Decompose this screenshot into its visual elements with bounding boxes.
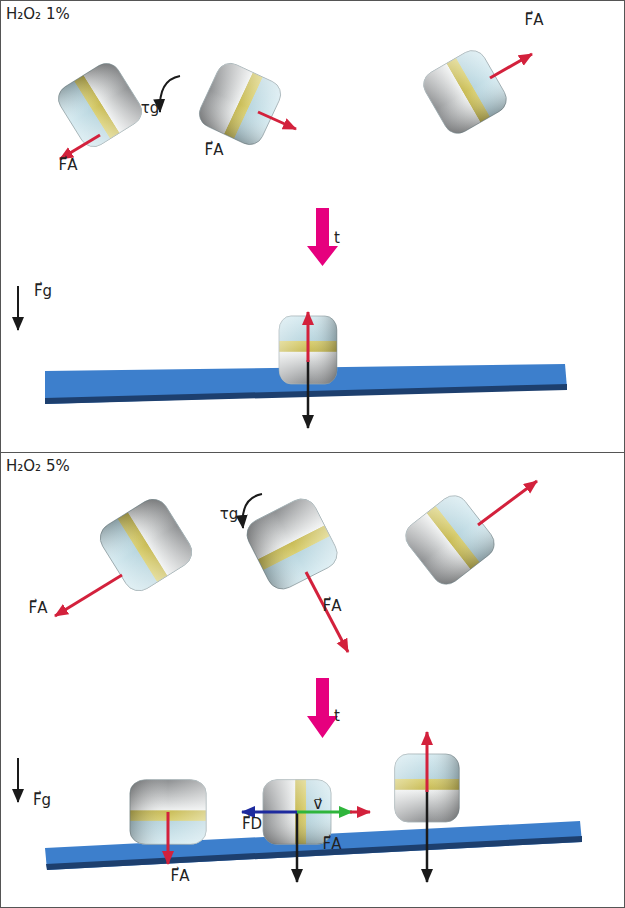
torque-arrow — [160, 76, 180, 112]
force-arrow — [490, 54, 532, 78]
force-label: F⃗A — [323, 597, 342, 615]
force-label: F⃗A — [323, 835, 342, 853]
gravity-arrow — [307, 360, 310, 428]
force-arrow — [306, 572, 348, 652]
panel-title: H₂O₂ 1% — [6, 5, 70, 23]
janus-cube — [419, 46, 512, 139]
force-arrow — [167, 812, 170, 864]
drag-arrow — [242, 811, 297, 814]
janus-cube — [242, 494, 343, 595]
janus-cube — [195, 59, 285, 149]
gravity-arrow — [17, 286, 19, 330]
janus-cube — [400, 490, 500, 590]
time-label: t — [334, 229, 340, 247]
force-arrow — [350, 811, 370, 814]
drag-label: F⃗D — [242, 815, 262, 833]
gravity-arrow — [296, 812, 299, 882]
force-label: F⃗A — [525, 11, 544, 29]
janus-cube — [53, 58, 147, 152]
torque-label: τg — [141, 99, 160, 117]
substrate-edge — [45, 384, 567, 404]
gravity-label: F⃗g — [33, 791, 51, 809]
force-arrow — [426, 732, 429, 792]
force-label: F⃗A — [171, 867, 190, 885]
gravity-label: F⃗g — [34, 282, 52, 300]
force-arrow — [55, 575, 122, 616]
force-label: F⃗A — [59, 156, 78, 174]
force-arrow — [307, 312, 310, 362]
force-arrow — [478, 481, 537, 525]
velocity-arrow — [297, 811, 352, 814]
velocity-label: v⃗ — [314, 795, 323, 813]
force-arrow — [258, 112, 296, 129]
panel-frame: H₂O₂ 5% — [0, 452, 625, 908]
torque-label: τg — [220, 505, 239, 523]
time-arrow — [307, 678, 338, 738]
force-label: F⃗A — [29, 599, 48, 617]
panel-title: H₂O₂ 5% — [6, 457, 70, 475]
time-label: t — [334, 707, 340, 725]
time-arrow — [307, 208, 338, 266]
force-arrow — [60, 135, 100, 159]
gravity-arrow — [426, 790, 429, 882]
force-label: F⃗A — [205, 141, 224, 159]
panel-frame: H₂O₂ 1% — [0, 0, 625, 453]
gravity-arrow — [17, 758, 19, 802]
